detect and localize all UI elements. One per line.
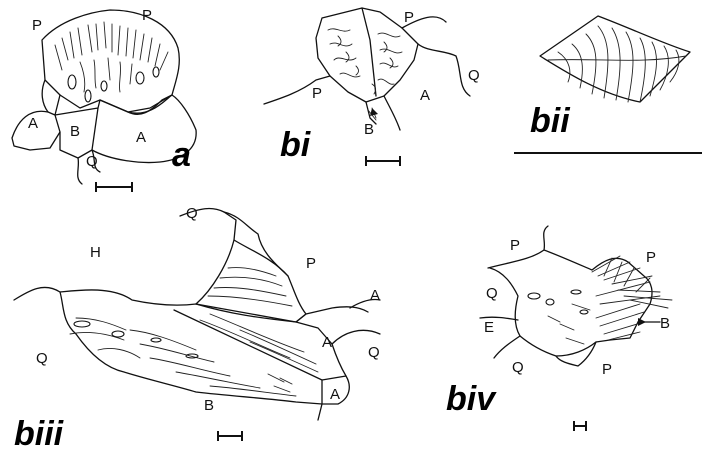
mineral-label: P: [646, 249, 656, 266]
mineral-label: A: [136, 129, 146, 146]
mineral-label: Q: [86, 153, 98, 170]
grain-p-bi: [316, 8, 418, 102]
mineral-label: Q: [468, 67, 480, 84]
panel-label-a: a: [172, 136, 191, 174]
mineral-label: A: [322, 334, 332, 351]
panel-biii: Q H P A A Q Q B A biii: [14, 205, 380, 449]
mineral-label: B: [660, 315, 670, 332]
mineral-label: A: [420, 87, 430, 104]
symplectite-fringe-a: [55, 22, 168, 70]
mineral-label: P: [142, 7, 152, 24]
scale-bar-biv: [574, 421, 586, 431]
grain-q-top: [180, 209, 236, 304]
mineral-label: Q: [486, 285, 498, 302]
mineral-label: P: [306, 255, 316, 272]
lamellae-b-biii: [70, 314, 318, 396]
panel-label-biii: biii: [14, 415, 65, 449]
mineral-label: B: [204, 397, 214, 414]
mineral-label: B: [70, 123, 80, 140]
mineral-label: P: [32, 17, 42, 34]
scale-bar-biii: [218, 431, 242, 441]
panel-bi: P P A Q B bi: [264, 8, 480, 166]
mineral-label: P: [510, 237, 520, 254]
mineral-label: Q: [512, 359, 524, 376]
scale-bar-bi: [366, 156, 400, 166]
mineral-label: B: [364, 121, 374, 138]
mineral-label: Q: [186, 205, 198, 222]
mineral-label: Q: [36, 350, 48, 367]
mineral-label: A: [370, 287, 380, 304]
panel-label-bii: bii: [530, 102, 571, 140]
mineral-label: Q: [368, 344, 380, 361]
grain-boundary-left: [14, 287, 196, 305]
grain-central-biv: [490, 262, 652, 356]
grain-p-biii: [196, 240, 306, 322]
panel-label-biv: biv: [446, 380, 497, 418]
crystal-bii: [540, 16, 690, 102]
lamellae-bii: [558, 26, 679, 102]
scale-bar-a: [96, 182, 132, 192]
panel-a: P P A B A Q a: [12, 7, 196, 192]
mineral-label: P: [312, 85, 322, 102]
mineral-label: P: [404, 9, 414, 26]
panel-bii: bii: [514, 16, 702, 153]
panel-label-bi: bi: [280, 126, 312, 164]
mineral-label: E: [484, 319, 494, 336]
mineral-label: H: [90, 244, 101, 261]
panel-biv: P P Q E B Q P biv: [446, 226, 672, 431]
grain-p-a: [42, 10, 179, 112]
mineral-label: P: [602, 361, 612, 378]
mineral-label: A: [330, 386, 340, 403]
mineral-label: A: [28, 115, 38, 132]
